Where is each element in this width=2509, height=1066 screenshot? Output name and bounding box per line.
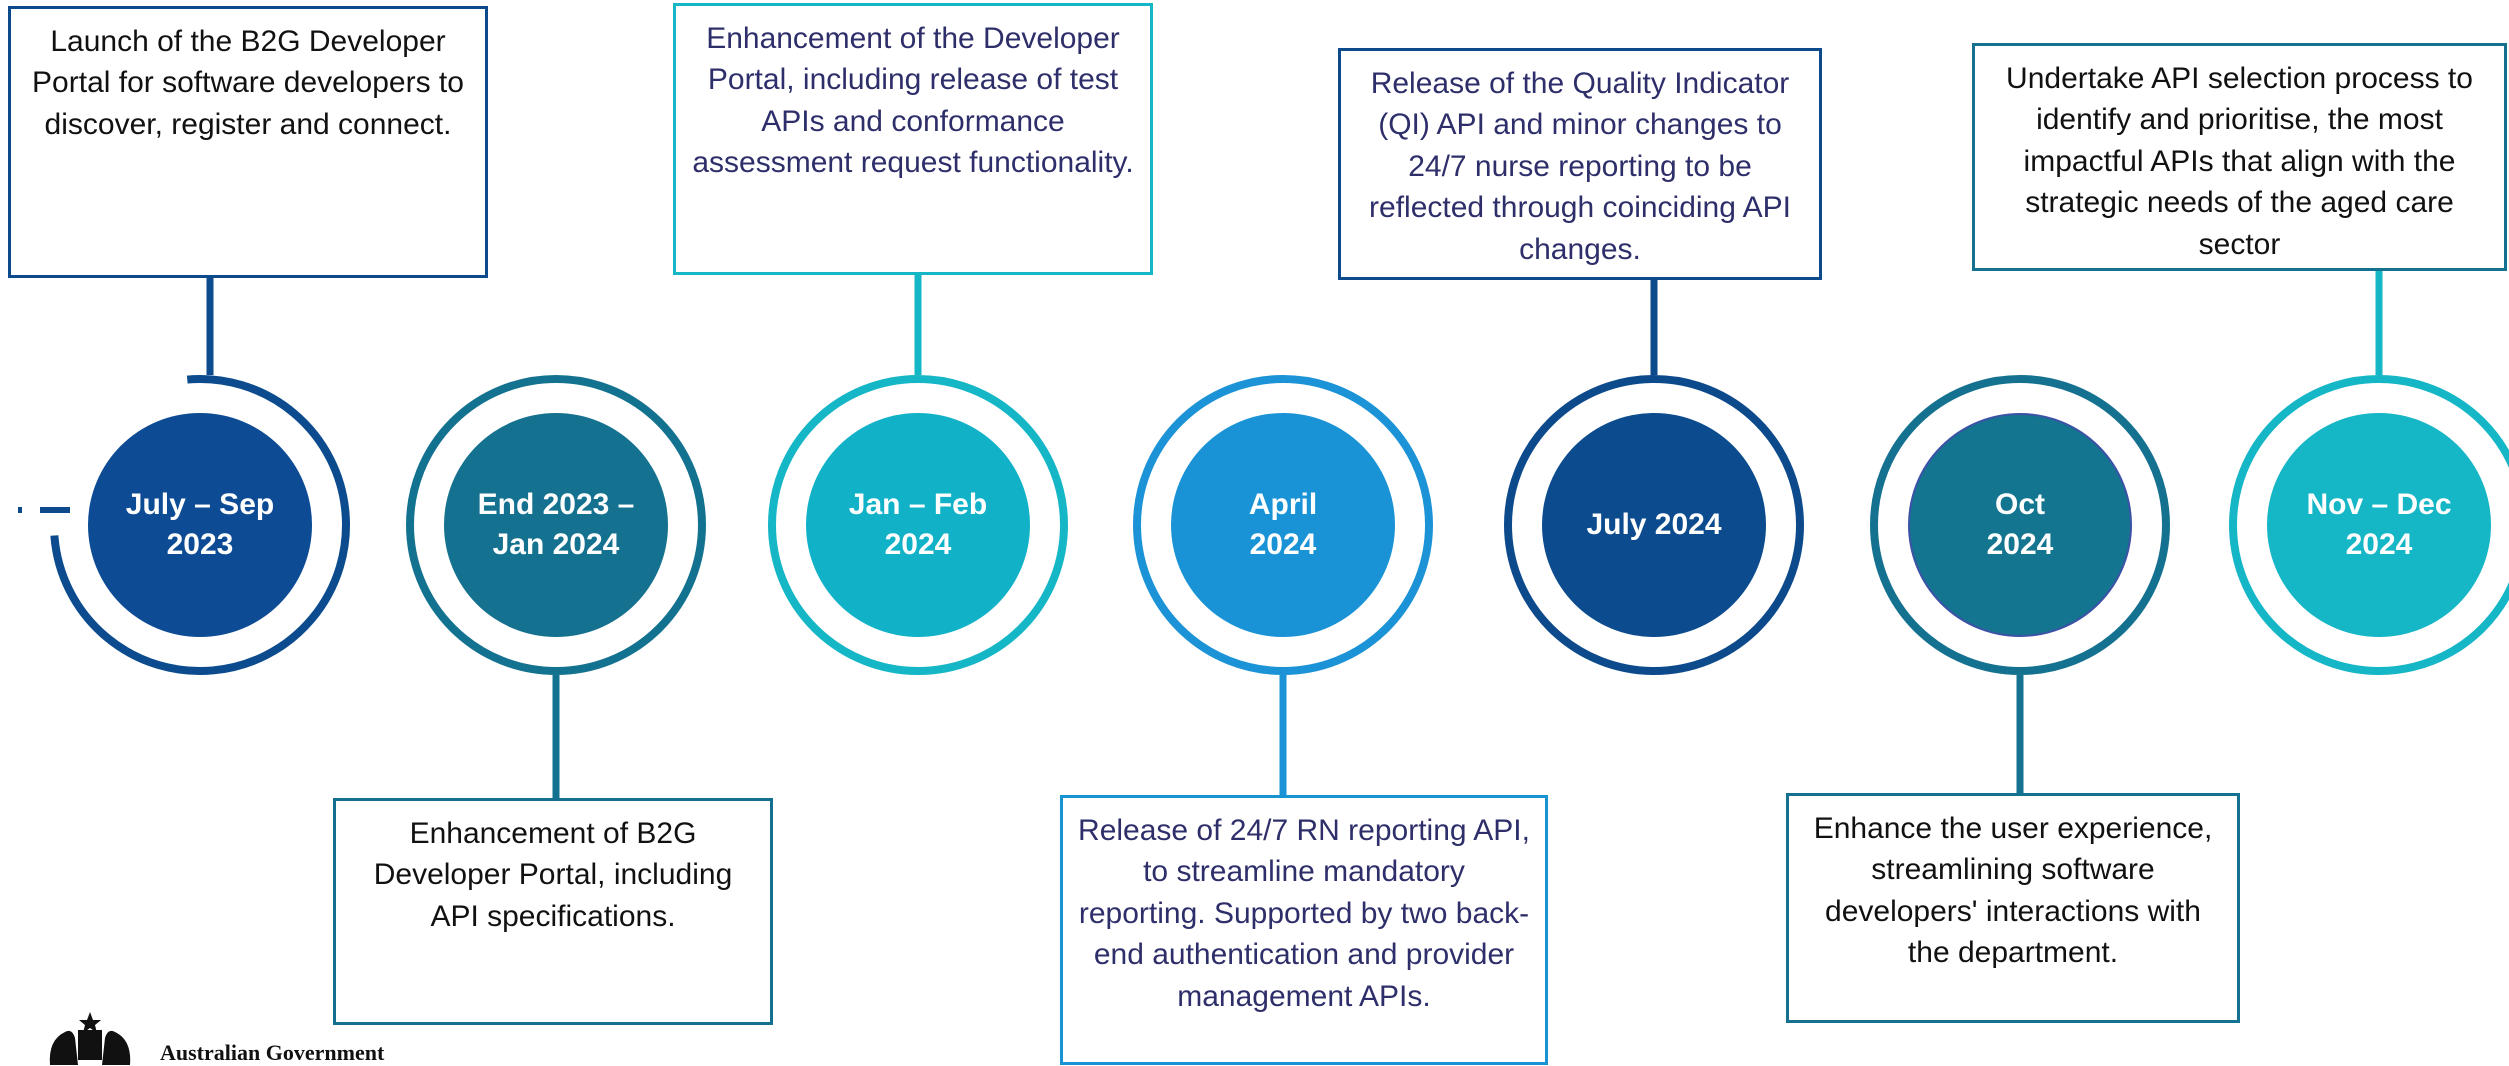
- government-label: Australian Government: [160, 1040, 385, 1065]
- milestone-card: Enhance the user experience, streamlinin…: [1786, 793, 2240, 1023]
- milestone-date: July 2024: [1542, 413, 1766, 637]
- milestone-card: Release of 24/7 RN reporting API, to str…: [1060, 795, 1548, 1065]
- milestone-rings: [50, 375, 2509, 675]
- milestone-ring: [1504, 375, 1804, 675]
- coat-of-arms-logo: [49, 1012, 131, 1065]
- milestone-date: April 2024: [1171, 413, 1395, 637]
- connector-lines: [18, 271, 2383, 798]
- milestone-date: Oct 2024: [1908, 413, 2132, 637]
- milestone-card: Release of the Quality Indicator (QI) AP…: [1338, 48, 1822, 280]
- milestone-card: Undertake API selection process to ident…: [1972, 43, 2507, 271]
- milestone-ring: [50, 375, 350, 675]
- milestone-ring: [1870, 375, 2170, 675]
- milestone-ring: [2229, 375, 2509, 675]
- milestone-date: July – Sep 2023: [88, 413, 312, 637]
- milestone-ring: [768, 375, 1068, 675]
- milestone-date: End 2023 – Jan 2024: [444, 413, 668, 637]
- milestone-card: Enhancement of the Developer Portal, inc…: [673, 3, 1153, 275]
- milestone-date: Jan – Feb 2024: [806, 413, 1030, 637]
- milestone-card: Launch of the B2G Developer Portal for s…: [8, 6, 488, 278]
- milestone-ring: [406, 375, 706, 675]
- milestone-ring: [1133, 375, 1433, 675]
- milestone-date: Nov – Dec 2024: [2267, 413, 2491, 637]
- milestone-card: Enhancement of B2G Developer Portal, inc…: [333, 798, 773, 1025]
